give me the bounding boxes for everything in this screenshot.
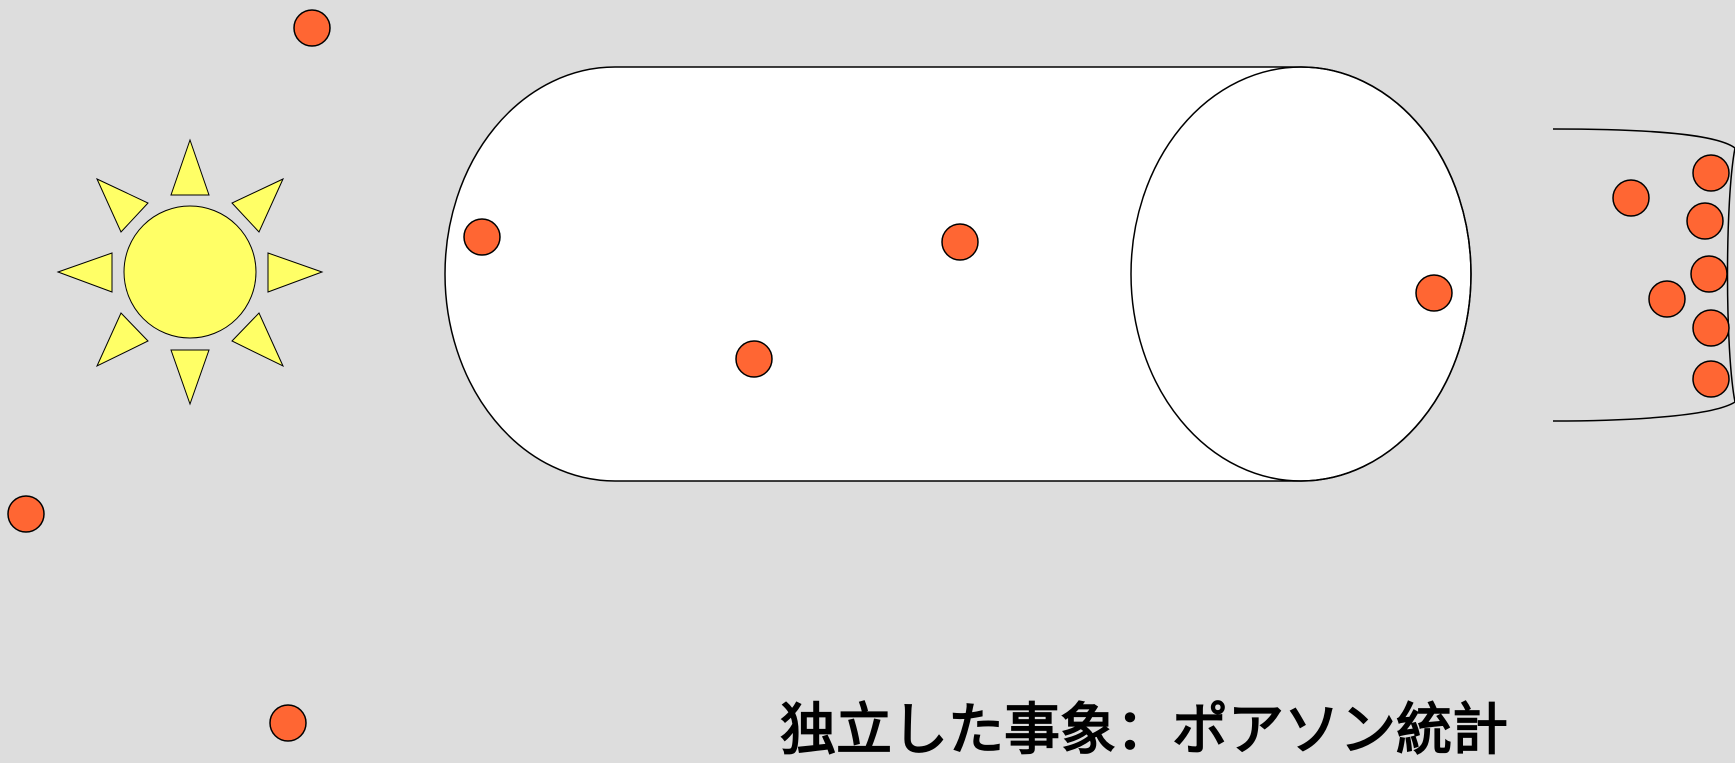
- photon-dot: [270, 705, 306, 741]
- detector-back-edge: [1728, 148, 1735, 402]
- sun-ray: [268, 253, 322, 292]
- sun-icon: [58, 140, 322, 404]
- sun-ray: [232, 313, 283, 366]
- slide-caption: 独立した事象：ポアソン統計: [780, 703, 1508, 759]
- photon-dot: [8, 496, 44, 532]
- photon-dot: [1691, 256, 1727, 292]
- photon-dot: [1693, 155, 1729, 191]
- detector-top-edge: [1553, 129, 1735, 148]
- sun-ray: [232, 179, 283, 232]
- sun-ray: [58, 253, 112, 292]
- sun-disc: [124, 206, 256, 338]
- diagram-canvas: 独立した事象：ポアソン統計: [0, 0, 1735, 743]
- photon-dot: [464, 219, 500, 255]
- diagram-svg: [0, 0, 1735, 743]
- photon-dot: [1613, 180, 1649, 216]
- sun-ray: [171, 140, 209, 195]
- sun-ray: [97, 179, 148, 232]
- detector-bottom-edge: [1553, 402, 1735, 421]
- photon-dot: [1649, 281, 1685, 317]
- tube-body: [445, 67, 1471, 481]
- photon-dot: [1693, 361, 1729, 397]
- photon-dot: [942, 224, 978, 260]
- photon-dot: [1687, 203, 1723, 239]
- photon-dot: [736, 341, 772, 377]
- photon-dot: [1416, 275, 1452, 311]
- light-tube: [445, 67, 1471, 481]
- photon-dot: [1693, 310, 1729, 346]
- photon-dot: [294, 10, 330, 46]
- sun-ray: [171, 350, 209, 404]
- sun-ray: [97, 313, 148, 366]
